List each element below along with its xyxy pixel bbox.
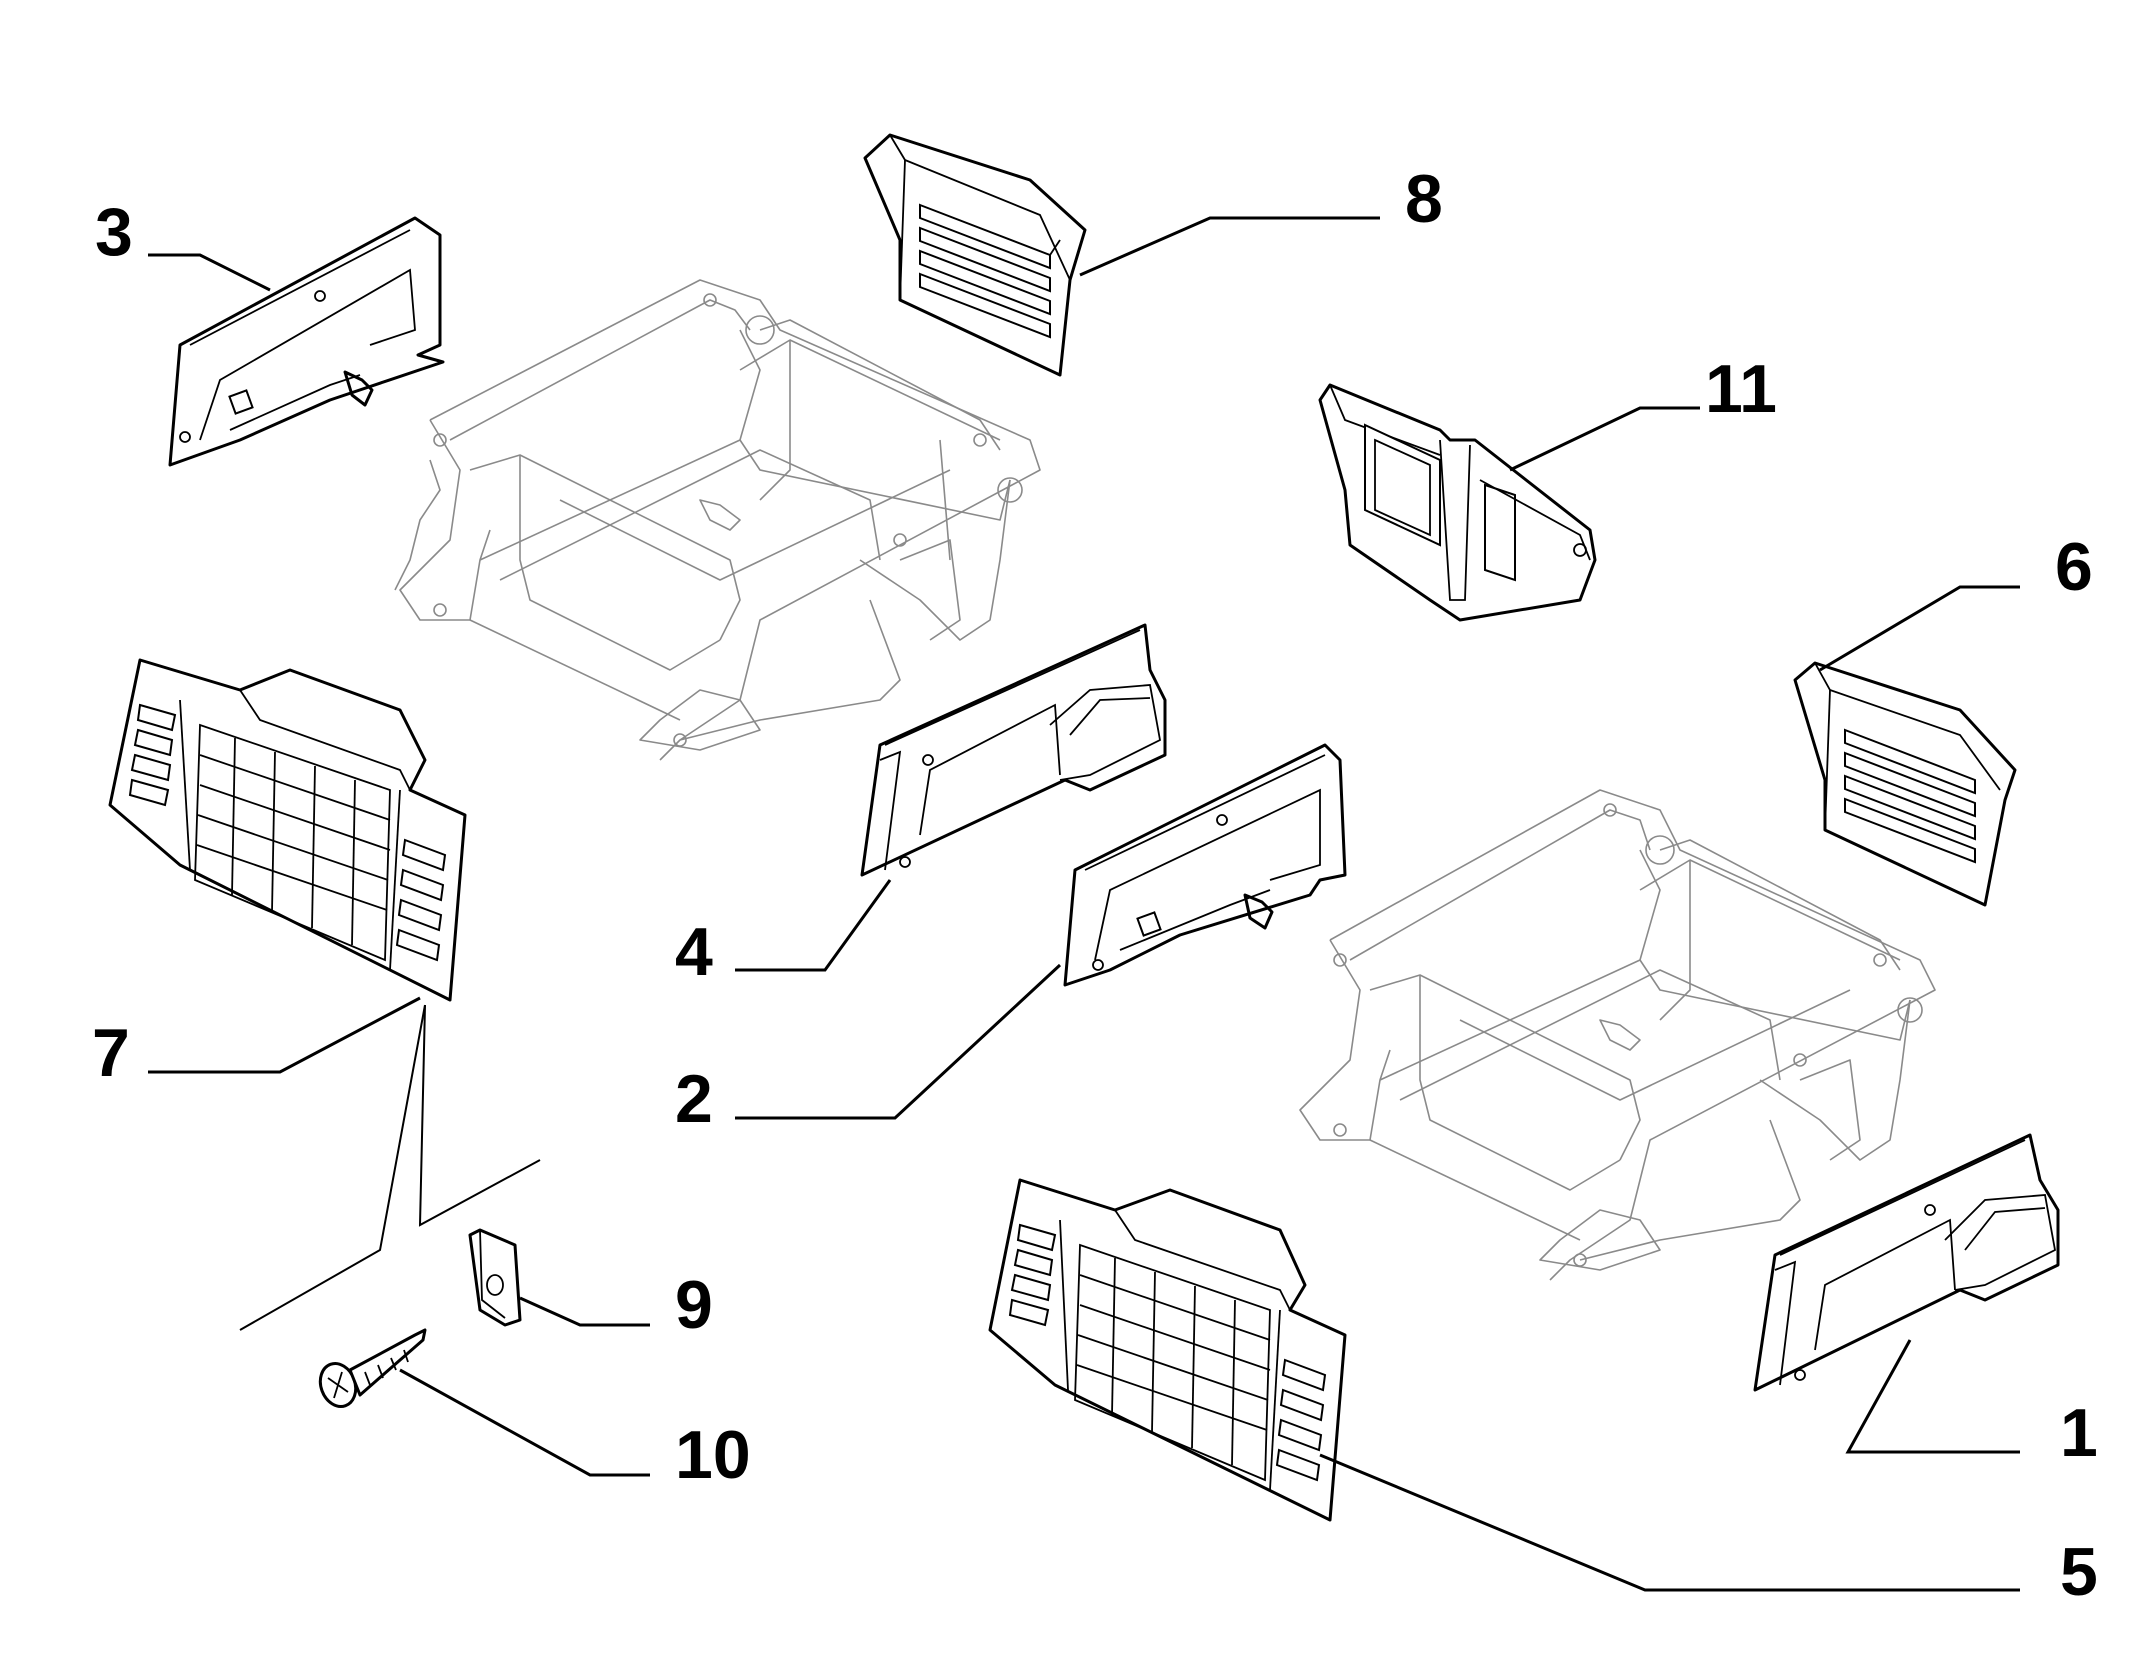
leader-3 — [148, 253, 271, 292]
part-5-large-grille — [988, 1178, 1347, 1522]
leader-1 — [1845, 1339, 2020, 1454]
leader-5 — [1319, 1453, 2020, 1592]
callout-9: 9 — [675, 1267, 713, 1343]
leader-lines — [148, 216, 2020, 1592]
part-2-side-panel — [1063, 743, 1347, 987]
seat-frame-upper — [394, 279, 1041, 761]
callout-3: 3 — [95, 194, 133, 270]
part-3-side-panel — [168, 216, 445, 467]
part-5-grid — [1074, 1243, 1271, 1482]
leader-6 — [1819, 585, 2020, 672]
callout-5: 5 — [2060, 1534, 2098, 1610]
callout-6: 6 — [2055, 529, 2093, 605]
leader-9 — [519, 1296, 650, 1327]
callout-11: 11 — [1705, 351, 1777, 427]
callout-labels: 3 8 11 6 4 2 7 9 10 1 5 — [92, 161, 2098, 1610]
part-1-side-trim — [1753, 1133, 2060, 1392]
seat-frame-lower — [1299, 789, 1936, 1281]
callout-7: 7 — [92, 1015, 130, 1091]
leader-11 — [1509, 406, 1700, 472]
part-6-grille-duct — [1793, 661, 2017, 907]
leader-7 — [148, 996, 421, 1074]
leader-2 — [735, 963, 1062, 1120]
part-4-side-trim — [860, 623, 1167, 877]
callout-2: 2 — [675, 1061, 713, 1137]
part-9-clip-nut — [468, 1228, 522, 1327]
callout-1: 1 — [2060, 1395, 2098, 1471]
leader-8 — [1079, 216, 1380, 277]
part-11-rear-duct — [1318, 383, 1597, 622]
leader-4 — [735, 879, 892, 972]
leader-10 — [399, 1368, 650, 1477]
callout-4: 4 — [675, 914, 713, 990]
fastener-reference-lines — [239, 1004, 541, 1331]
part-10-screw — [318, 1328, 427, 1408]
part-8-grille-duct — [863, 133, 1087, 377]
callout-8: 8 — [1405, 161, 1443, 237]
callout-10: 10 — [675, 1417, 751, 1493]
part-7-grid — [194, 723, 391, 962]
part-7-large-grille — [108, 658, 467, 1002]
